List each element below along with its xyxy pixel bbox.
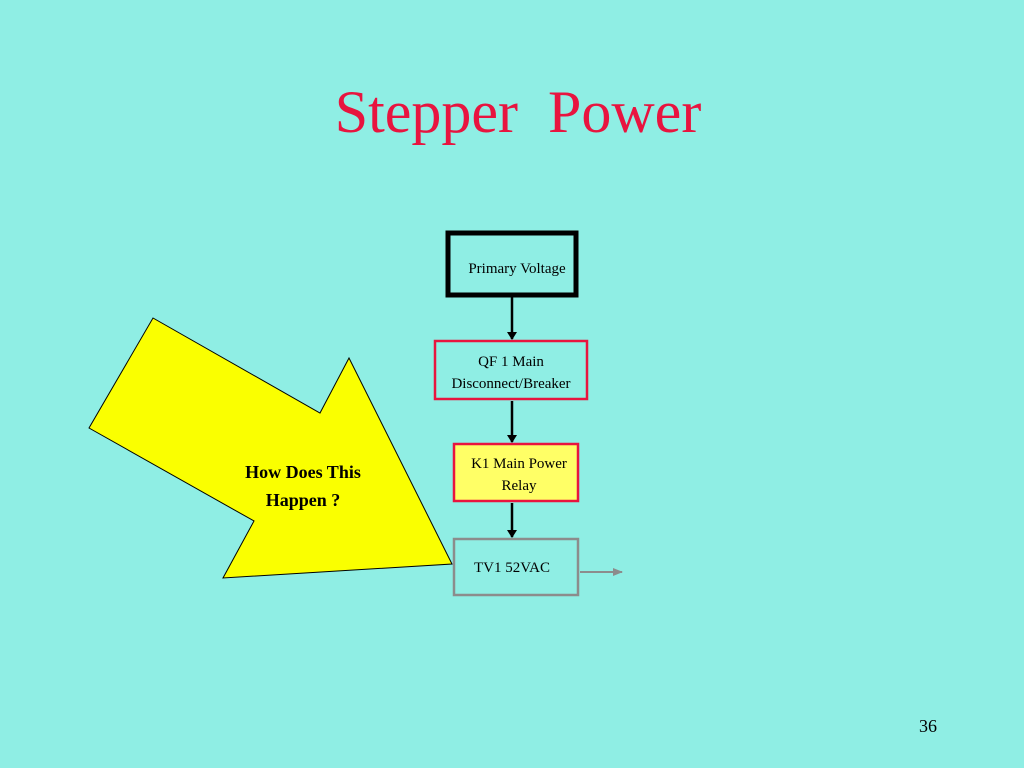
primary-voltage-label: Primary Voltage bbox=[450, 258, 584, 280]
main-disconnect-label: QF 1 Main Disconnect/Breaker bbox=[435, 351, 587, 395]
callout-text: How Does This Happen ? bbox=[222, 458, 384, 514]
main-relay-label: K1 Main Power Relay bbox=[456, 453, 582, 497]
callout-line-2: Happen ? bbox=[265, 490, 341, 510]
primary-voltage-text: Primary Voltage bbox=[468, 261, 566, 277]
callout-line-1: How Does This bbox=[245, 462, 361, 482]
main-disconnect-box bbox=[433, 339, 589, 401]
main-relay-line-2: Relay bbox=[501, 478, 537, 494]
primary-voltage-box bbox=[445, 230, 579, 298]
transformer-label: TV1 52VAC bbox=[454, 557, 570, 579]
callout-arrow-shape bbox=[88, 317, 453, 579]
transformer-box bbox=[452, 537, 580, 597]
slide-title: Stepper Power bbox=[334, 79, 702, 145]
main-disconnect-line-1: QF 1 Main bbox=[478, 354, 544, 370]
transformer-text: TV1 52VAC bbox=[474, 560, 550, 576]
page-number: 36 bbox=[919, 716, 937, 736]
main-disconnect-line-2: Disconnect/Breaker bbox=[451, 376, 571, 392]
main-relay-line-1: K1 Main Power bbox=[471, 456, 567, 472]
main-relay-box bbox=[452, 442, 580, 503]
